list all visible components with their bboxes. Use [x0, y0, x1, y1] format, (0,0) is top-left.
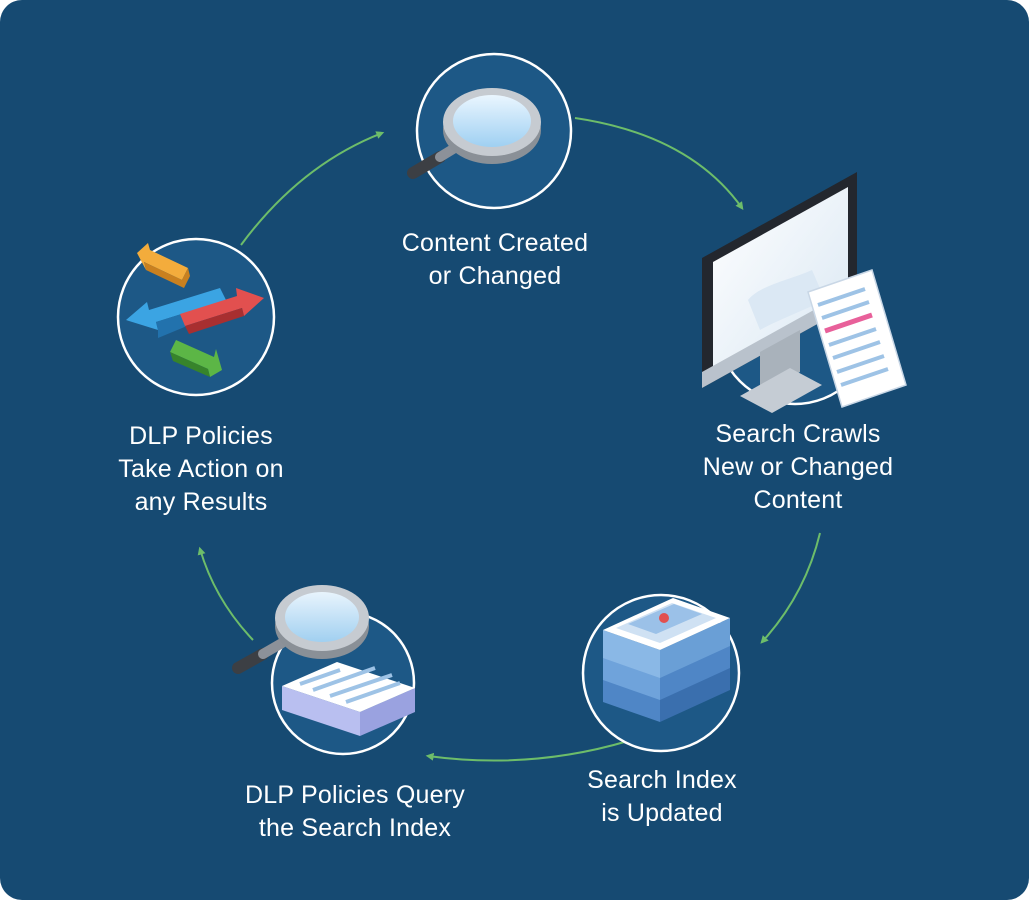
flow-arrow-2-to-3 — [760, 532, 821, 644]
step-1-label: Content Created or Changed — [401, 229, 589, 290]
step-5-label: DLP Policies Take Action on any Results — [118, 422, 284, 516]
monitor-printout-icon — [702, 172, 907, 413]
node-dlp-query — [232, 585, 416, 756]
document-stack-icon — [603, 598, 730, 722]
flow-arrows — [197, 117, 821, 762]
node-search-crawls — [702, 172, 907, 413]
step-3-label: Search Index is Updated — [587, 766, 737, 827]
magnifier-document-icon — [232, 585, 415, 736]
flow-arrow-1-to-2 — [574, 117, 744, 210]
node-dlp-action — [116, 237, 276, 397]
magnifier-icon — [407, 88, 541, 179]
node-content-created — [407, 52, 573, 210]
flow-arrow-4-to-5 — [197, 546, 254, 641]
exchange-arrows-icon — [126, 243, 264, 377]
step-2-label: Search Crawls New or Changed Content — [702, 420, 894, 514]
node-search-index — [581, 593, 741, 753]
flow-arrow-3-to-4 — [425, 740, 629, 762]
step-4-label: DLP Policies Query the Search Index — [245, 781, 465, 842]
flow-arrow-5-to-1 — [240, 131, 385, 246]
